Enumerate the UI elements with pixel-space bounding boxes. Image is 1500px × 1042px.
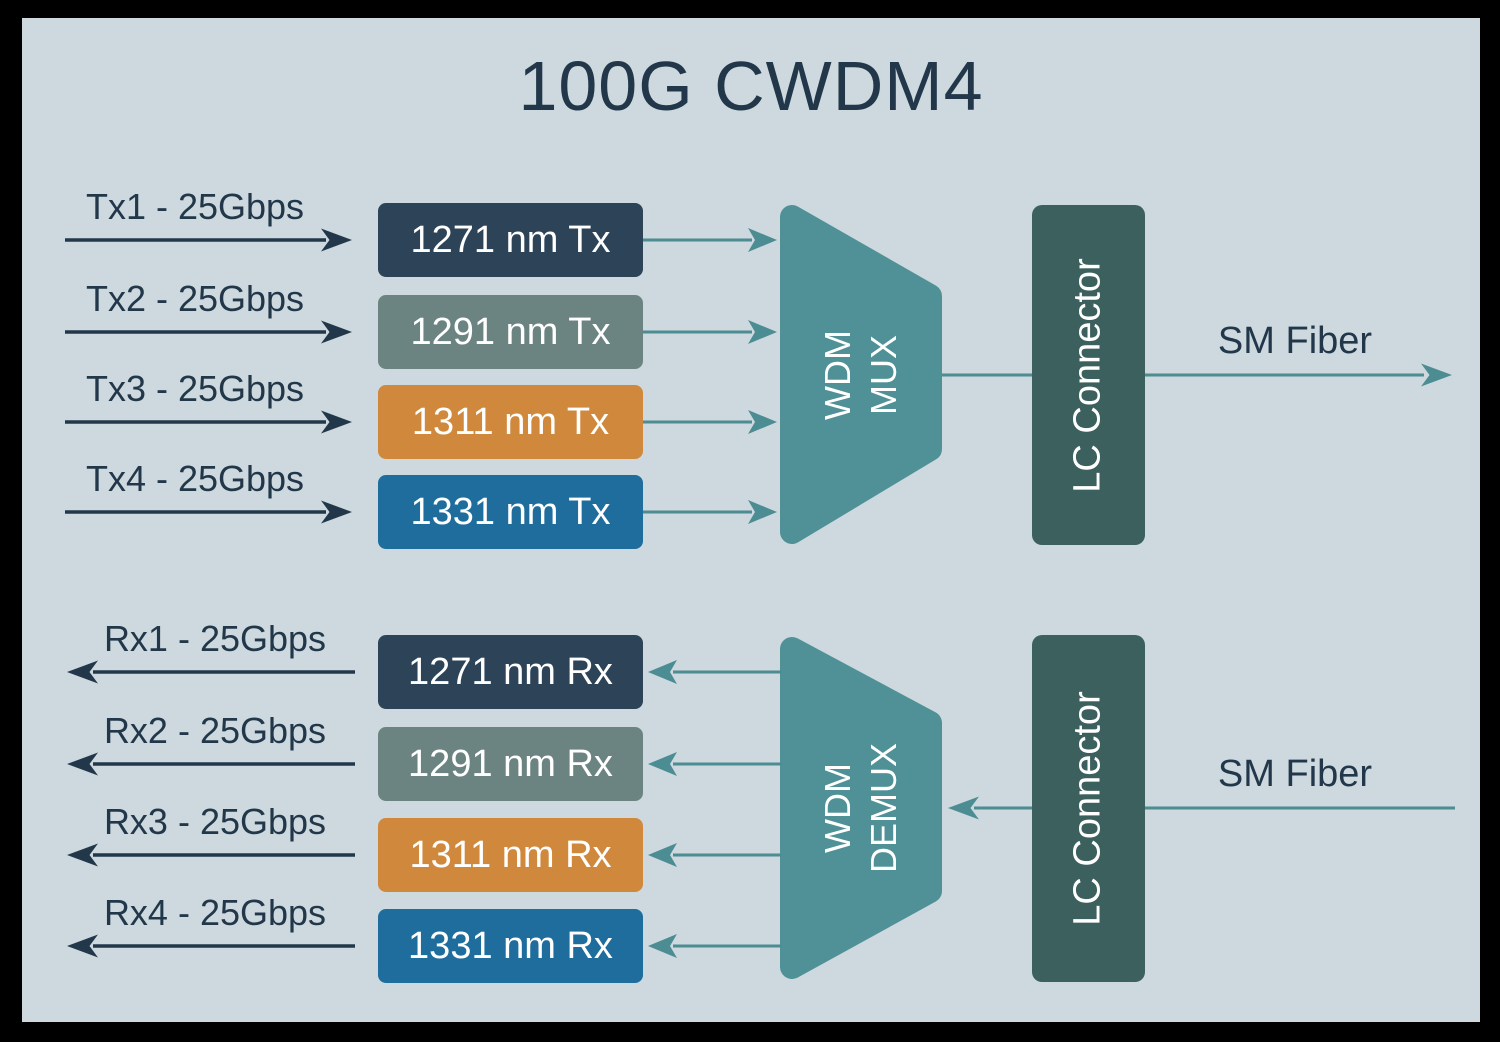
rx1-output-arrow (67, 660, 355, 684)
wdm-mux-shape (780, 205, 942, 544)
tx-fiber-line (942, 363, 1452, 387)
rx-fiber-line (948, 796, 1455, 820)
rx-box-1271nm: 1271 nm Rx (378, 635, 643, 709)
rx2-label: Rx2 - 25Gbps (103, 710, 327, 751)
rx3-demux-link (648, 843, 782, 867)
rx-box-1291nm: 1291 nm Rx (378, 727, 643, 801)
tx-box-1311nm: 1311 nm Tx (378, 385, 643, 459)
rx-box-1311nm: 1311 nm Rx (378, 818, 643, 892)
rx1-label: Rx1 - 25Gbps (103, 618, 327, 659)
tx3-mux-link (643, 410, 777, 434)
tx-box-1271nm: 1271 nm Tx (378, 203, 643, 277)
tx-box-1311nm-label: 1311 nm Tx (411, 400, 610, 443)
rx4-demux-link (648, 934, 782, 958)
tx-box-1331nm-label: 1331 nm Tx (410, 490, 611, 533)
rx-fiber-label: SM Fiber (1217, 753, 1373, 795)
tx3-input-arrow (65, 410, 352, 434)
rx2-output-arrow (67, 752, 355, 776)
rx2-demux-link (648, 752, 782, 776)
lc-connector-bottom: LC Connector (1032, 635, 1145, 982)
rx1-demux-link (648, 660, 782, 684)
tx2-mux-link (643, 320, 777, 344)
tx4-mux-link (643, 500, 777, 524)
tx-box-1291nm-label: 1291 nm Tx (410, 310, 611, 353)
rx-box-1311nm-label: 1311 nm Rx (409, 833, 612, 876)
rx-box-1291nm-label: 1291 nm Rx (408, 742, 613, 785)
wdm-demux-shape (780, 637, 942, 979)
tx1-mux-link (643, 228, 777, 252)
tx2-input-arrow (65, 320, 352, 344)
rx-box-1271nm-label: 1271 nm Rx (408, 650, 613, 693)
rx4-label: Rx4 - 25Gbps (103, 892, 327, 933)
tx-fiber-label: SM Fiber (1217, 320, 1373, 362)
tx-box-1331nm: 1331 nm Tx (378, 475, 643, 549)
rx-box-1331nm: 1331 nm Rx (378, 909, 643, 983)
rx3-label: Rx3 - 25Gbps (103, 801, 327, 842)
lc-connector-top: LC Connector (1032, 205, 1145, 545)
tx3-label: Tx3 - 25Gbps (85, 368, 305, 409)
tx-box-1291nm: 1291 nm Tx (378, 295, 643, 369)
diagram-title: 100G CWDM4 (518, 47, 984, 125)
rx4-output-arrow (67, 934, 355, 958)
rx-box-1331nm-label: 1331 nm Rx (408, 924, 613, 967)
tx4-input-arrow (65, 500, 352, 524)
lc-connector-bottom-label: LC Connector (1067, 691, 1109, 926)
tx-box-1271nm-label: 1271 nm Tx (410, 218, 611, 261)
tx1-input-arrow (65, 228, 352, 252)
rx3-output-arrow (67, 843, 355, 867)
tx1-label: Tx1 - 25Gbps (85, 186, 305, 227)
tx2-label: Tx2 - 25Gbps (85, 278, 305, 319)
tx4-label: Tx4 - 25Gbps (85, 458, 305, 499)
lc-connector-top-label: LC Connector (1067, 257, 1109, 493)
